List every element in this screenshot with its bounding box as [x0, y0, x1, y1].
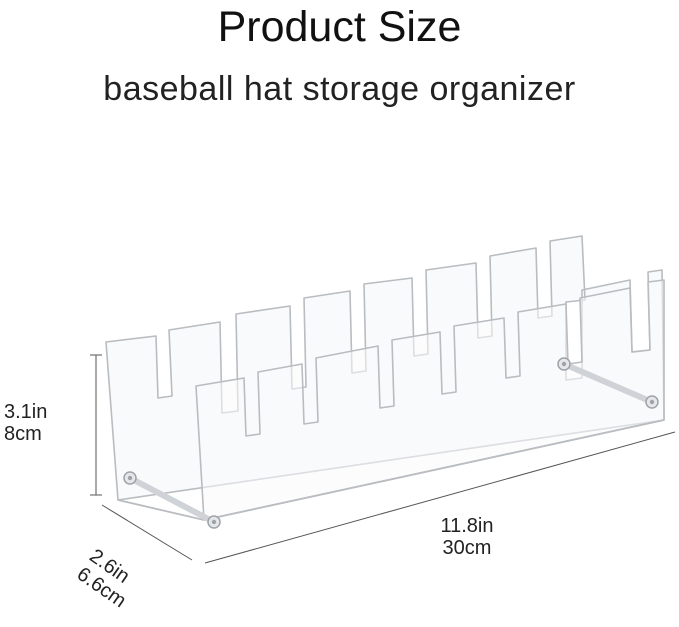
screw-center-3 — [561, 361, 567, 367]
height-inches: 3.1in — [4, 401, 48, 423]
height-dimension-label: 3.1in 8cm — [4, 401, 47, 445]
height-centimeters: 8cm — [4, 423, 42, 445]
width-dimension-label: 11.8in 30cm — [412, 515, 522, 559]
depth-dimension-line — [101, 504, 193, 561]
acrylic-hat-rack — [105, 235, 665, 529]
width-inches: 11.8in — [440, 515, 494, 537]
screw-center-2 — [211, 519, 217, 525]
width-dimension-line — [204, 431, 676, 564]
width-centimeters: 30cm — [442, 537, 492, 559]
product-illustration — [90, 235, 676, 564]
page-subtitle: baseball hat storage organizer — [103, 70, 576, 108]
screw-center-1 — [127, 475, 133, 481]
page-title: Product Size — [217, 3, 462, 51]
back-rod — [561, 361, 655, 405]
front-rod — [127, 475, 217, 525]
front-panel — [195, 279, 665, 521]
screw-center-4 — [649, 399, 655, 405]
dimension-lines — [90, 354, 676, 564]
